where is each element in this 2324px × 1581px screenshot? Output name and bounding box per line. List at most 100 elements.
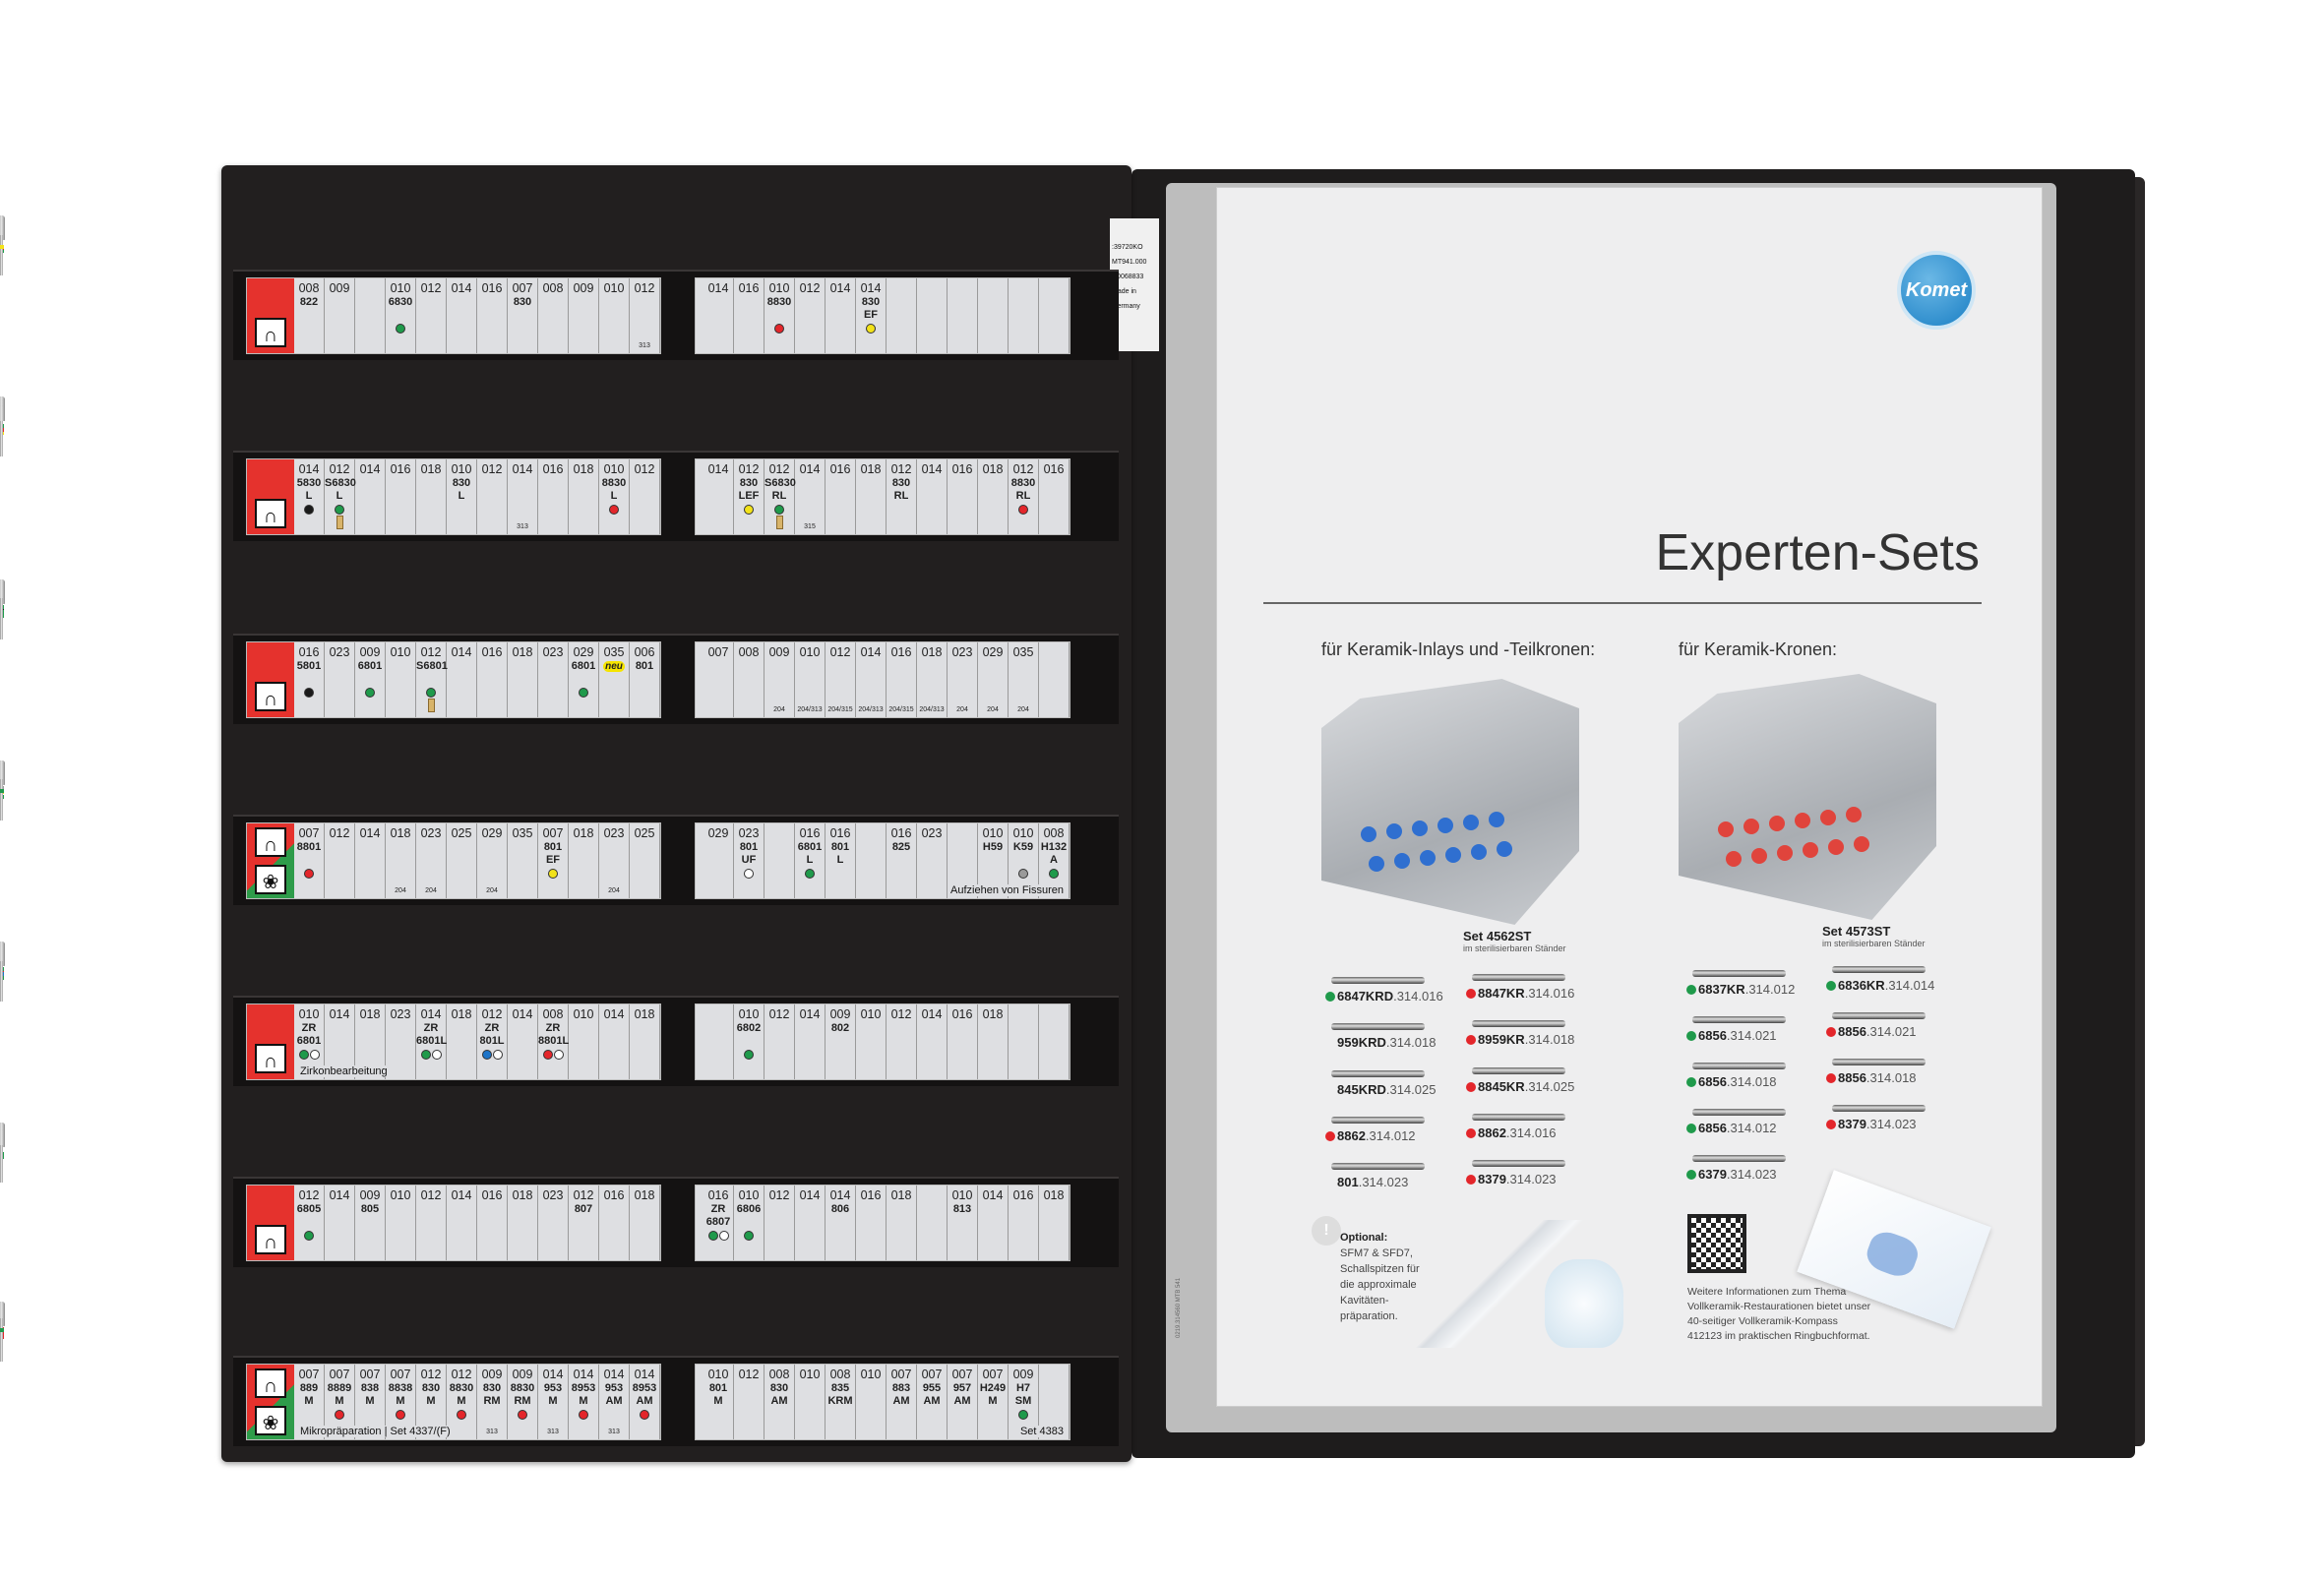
set-name: Set 4573ST [1822, 924, 1891, 939]
color-dot-green [396, 324, 405, 334]
bur-suffix [447, 854, 476, 867]
label-column: 012 [416, 1186, 447, 1260]
bur-size: 023 [420, 826, 442, 840]
bur-suffix [447, 1216, 476, 1229]
bur-socket [1369, 856, 1384, 872]
bur-socket [1463, 815, 1479, 830]
product-item: 8959KR.314.018 [1466, 1020, 1604, 1062]
bur-figure [764, 660, 794, 673]
color-dot-black [304, 688, 314, 698]
product-label: 8379.314.023 [1466, 1172, 1557, 1186]
bur-figure [508, 477, 537, 490]
bur-suffix [948, 1216, 977, 1229]
bur-suffix: SM [1014, 1395, 1032, 1407]
bur-figure [1039, 477, 1069, 490]
bur-size: 018 [982, 462, 1004, 476]
bur-suffix [917, 854, 947, 867]
label-column: 018 [856, 459, 887, 534]
color-dot-gray [1018, 869, 1028, 879]
bur-figure: 801 [635, 660, 654, 672]
color-dot-green [579, 688, 588, 698]
bur-head [0, 582, 5, 598]
bur[interactable] [0, 1303, 5, 1362]
bur-suffix [630, 490, 659, 503]
bur-suffix [477, 490, 507, 503]
bur-figure: S6830 [325, 477, 356, 489]
bur-suffix: LEF [738, 490, 760, 502]
bur-suffix [416, 673, 446, 686]
category-box: ∩❀ [247, 1365, 294, 1439]
bur-size: 010 [982, 826, 1004, 840]
bur-figure: 5801 [296, 660, 322, 672]
bur-figure [599, 841, 629, 854]
bur[interactable] [0, 1129, 5, 1183]
product-code: 845KRD [1337, 1082, 1386, 1097]
bur-suffix [386, 309, 415, 322]
bur-size: 010 [390, 1188, 411, 1202]
bur[interactable] [0, 763, 5, 821]
product-code: 8856 [1838, 1024, 1866, 1039]
bur-suffix [734, 1395, 764, 1408]
category-box: ∩❀ [247, 823, 294, 898]
bur-size: 010 [1012, 826, 1034, 840]
product-label: 8862.314.012 [1325, 1128, 1416, 1143]
bur-size: 014 [707, 462, 729, 476]
label-column: 014 [325, 1004, 355, 1079]
color-dot-red [1466, 1035, 1476, 1045]
bur-suffix: M [335, 1395, 344, 1407]
note: 204 [987, 706, 999, 713]
bur-figure [508, 1203, 537, 1216]
color-code-dots [447, 1410, 476, 1420]
bur-suffix [538, 1216, 568, 1229]
bur-suffix [569, 1035, 598, 1048]
color-dot-green [304, 1231, 314, 1241]
bur-size: 014 [707, 281, 729, 295]
bur-socket [1854, 836, 1869, 852]
bur-suffix [477, 854, 507, 867]
bur-figure: 8830 [766, 296, 792, 308]
bur-size [1039, 1368, 1069, 1382]
product-code: 8862 [1337, 1128, 1366, 1143]
bur-socket [1726, 851, 1742, 867]
product-code: 8959KR [1478, 1032, 1525, 1047]
bur[interactable] [0, 219, 5, 275]
bur-figure: 805 [360, 1203, 380, 1215]
qr-code[interactable] [1687, 1214, 1746, 1273]
bur-image [1472, 974, 1565, 981]
bur-head [0, 1303, 5, 1318]
label-column: 014 [826, 278, 856, 353]
note: 204 [486, 887, 498, 894]
bur[interactable] [0, 405, 5, 456]
bur-size: 009 [829, 1007, 851, 1021]
label-column: 014 [795, 1004, 826, 1079]
bur[interactable] [0, 945, 5, 1002]
bur-suffix [978, 490, 1008, 503]
bur-suffix [447, 673, 476, 686]
bur-suffix: L [458, 490, 465, 502]
bur-figure [1009, 1203, 1038, 1216]
color-code-dots [294, 1050, 324, 1060]
bur-figure [325, 841, 354, 854]
color-code-dots [1009, 1410, 1038, 1420]
label-column: 010 [795, 1365, 826, 1439]
bur-size: 016 [829, 826, 851, 840]
bur-ring [0, 245, 4, 249]
product-item: 6837KR.314.012 [1686, 970, 1824, 1011]
bur-suffix [795, 309, 825, 322]
bur-socket [1489, 812, 1504, 827]
bur-head [0, 219, 5, 235]
info-text: Weitere Informationen zum Thema Vollkera… [1687, 1285, 1870, 1344]
bur-figure [630, 296, 659, 309]
bur-size: 010 [860, 1007, 882, 1021]
bur-figure [826, 660, 855, 673]
bur[interactable] [0, 582, 5, 639]
